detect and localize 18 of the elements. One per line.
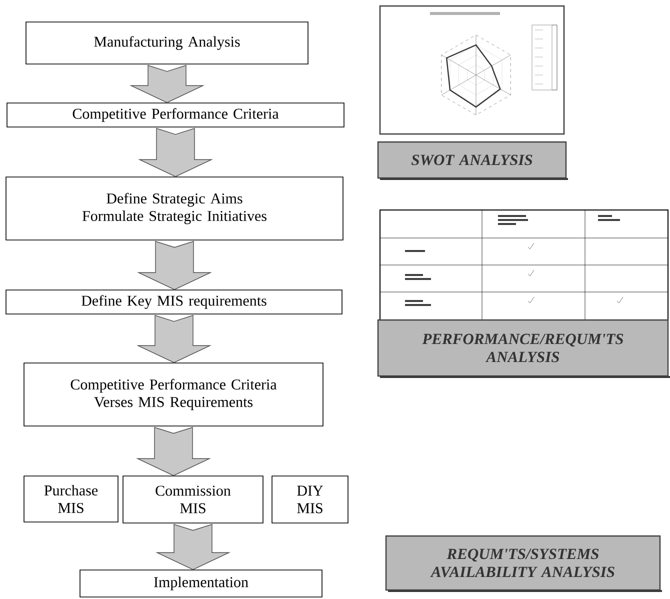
process-box: Commission MIS [122, 476, 264, 524]
block-arrow [136, 240, 212, 290]
process-box: DIY MIS [272, 476, 348, 524]
process-box: Implementation [80, 570, 322, 598]
process-box: Define Key MIS requirements [6, 290, 342, 314]
analysis-box: REQUM'TS/SYSTEMS AVAILABILITY ANALYSIS [385, 535, 662, 592]
block-arrow [138, 128, 214, 177]
block-arrow [136, 314, 212, 363]
process-box: Competitive Performance Criteria [6, 102, 344, 128]
block-arrow [129, 64, 205, 103]
analysis-box: SWOT ANALYSIS [377, 141, 568, 180]
process-box: Competitive Performance Criteria Verses MIS Requirements [24, 362, 324, 426]
block-arrow [155, 524, 231, 570]
analysis-box: PERFORMANCE/REQUM'TS ANALYSIS [377, 319, 670, 378]
process-box: Manufacturing Analysis [26, 22, 308, 64]
process-box: Define Strategic Aims Formulate Strategic Initiatives [6, 176, 344, 240]
block-arrow [136, 426, 212, 476]
process-box: Purchase MIS [24, 476, 118, 522]
